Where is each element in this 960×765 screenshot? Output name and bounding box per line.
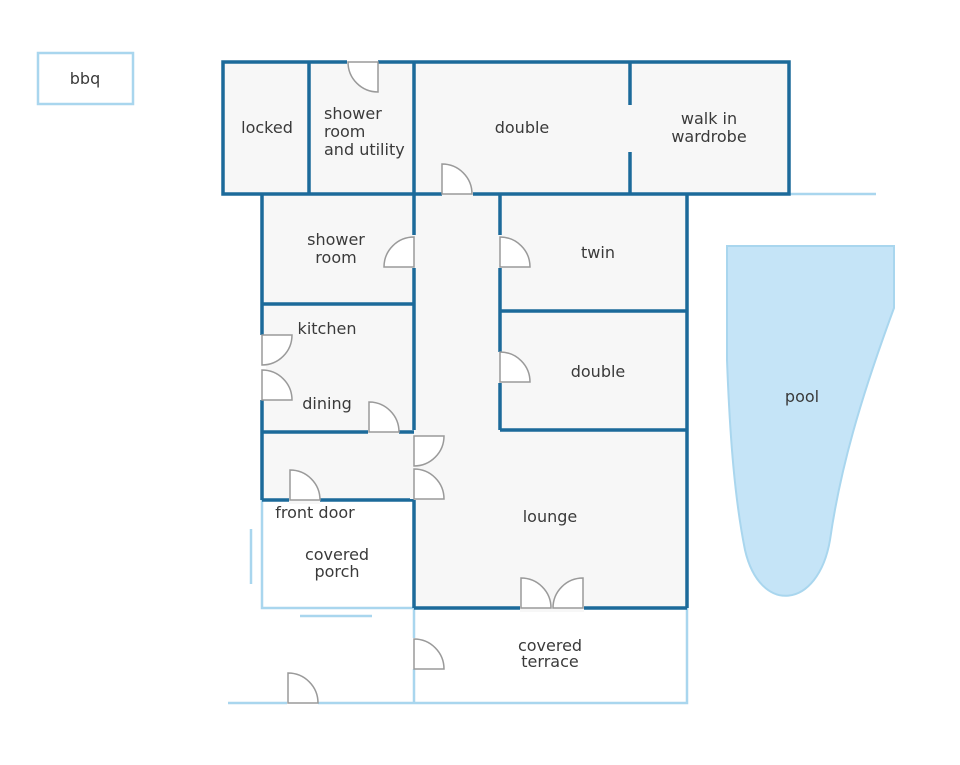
label-twin: twin <box>581 243 615 262</box>
door-twin[interactable] <box>499 236 531 268</box>
label-dining: dining <box>302 394 351 413</box>
pool-shape <box>726 245 895 597</box>
label-shower-utility-1: shower <box>324 104 382 123</box>
label-covered-porch-1: covered <box>305 545 369 564</box>
label-double-mid: double <box>571 362 626 381</box>
door-lounge-lower[interactable] <box>413 468 445 500</box>
door-kitchen-lower[interactable] <box>261 369 293 401</box>
door-garden-gate[interactable] <box>287 672 319 704</box>
label-kitchen: kitchen <box>298 319 357 338</box>
exterior-lines <box>36 51 876 705</box>
door-terrace-left[interactable] <box>520 577 552 609</box>
label-locked: locked <box>241 118 293 137</box>
label-pool: pool <box>785 387 819 406</box>
label-covered-terrace-2: terrace <box>521 652 578 671</box>
door-front[interactable] <box>289 469 321 501</box>
door-terrace-right[interactable] <box>552 577 584 609</box>
door-hall-top[interactable] <box>441 163 473 195</box>
floor-top-wing <box>223 62 789 194</box>
floor-entry <box>262 430 414 500</box>
opening-terrace-doors <box>520 604 584 612</box>
label-bbq: bbq <box>70 69 100 88</box>
bbq-area-outline <box>36 51 135 106</box>
door-utility-top[interactable] <box>347 61 379 93</box>
porch-outline <box>260 500 414 610</box>
door-terrace-side[interactable] <box>413 638 445 670</box>
floor-lounge <box>414 430 687 608</box>
label-front-door: front door <box>275 503 355 522</box>
door-dining[interactable] <box>368 401 400 433</box>
opening-kitchen-side <box>258 335 266 400</box>
room-labels: bbq locked shower room and utility doubl… <box>70 69 819 671</box>
label-lounge: lounge <box>523 507 578 526</box>
top-wing-outline <box>221 60 791 196</box>
label-shower-room-2: room <box>315 248 356 267</box>
label-covered-porch-2: porch <box>314 562 359 581</box>
door-swings <box>261 61 584 704</box>
door-double-mid[interactable] <box>499 351 531 383</box>
label-walk-in-1: walk in <box>681 109 737 128</box>
door-shower-room-swing[interactable] <box>383 236 415 268</box>
opening-lounge-double <box>410 435 418 499</box>
label-shower-room-1: shower <box>307 230 365 249</box>
label-walk-in-2: wardrobe <box>671 127 746 146</box>
terrace-outline <box>414 608 689 705</box>
label-covered-terrace-1: covered <box>518 636 582 655</box>
label-shower-utility-2: room <box>324 122 365 141</box>
door-lounge-upper[interactable] <box>413 435 445 467</box>
label-double-top: double <box>495 118 550 137</box>
door-kitchen-upper[interactable] <box>261 334 293 366</box>
label-shower-utility-3: and utility <box>324 140 405 159</box>
